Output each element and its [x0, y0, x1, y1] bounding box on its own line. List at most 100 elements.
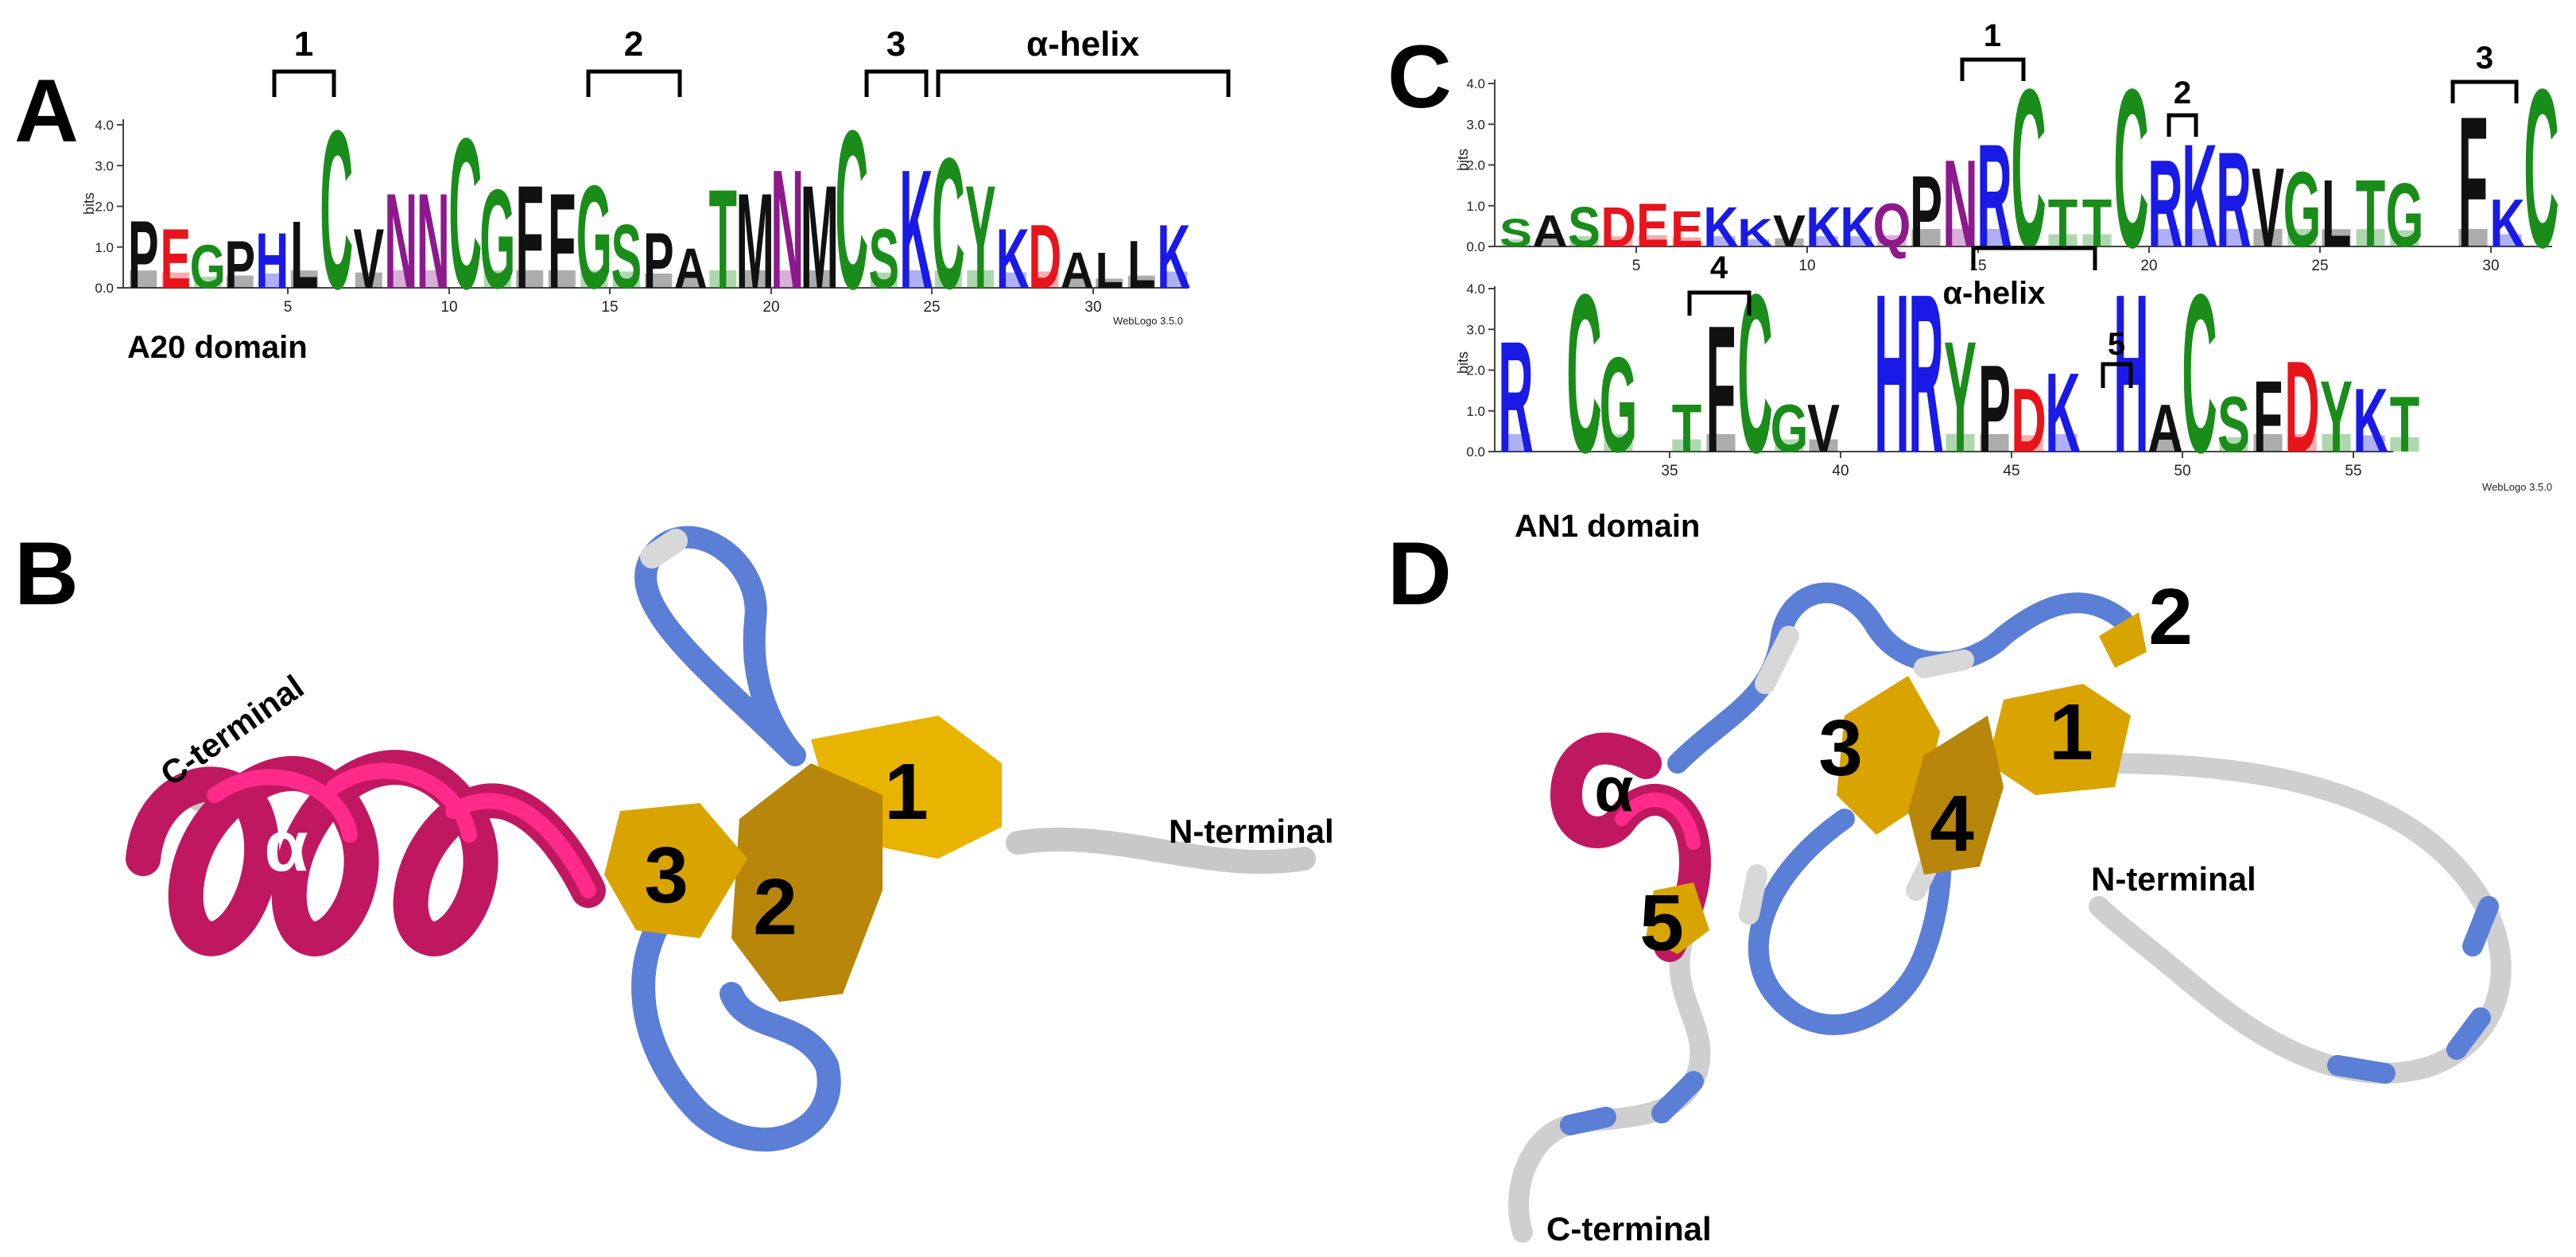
an1bot-residue-minor	[2253, 434, 2283, 452]
a20-xtick-label: 15	[601, 299, 618, 316]
a20-residue-minor	[774, 270, 801, 288]
d-strand-label-3: 3	[1818, 704, 1863, 793]
a20-residue: C	[932, 120, 965, 328]
a20-residue: F	[548, 166, 576, 317]
an1top-residue-minor	[2458, 229, 2488, 246]
an1bot-xtick-label: 50	[2174, 463, 2190, 479]
an1top-residue: R	[2147, 134, 2182, 274]
an1bot-residue: P	[1978, 339, 2011, 479]
d-strand-label-5: 5	[1639, 879, 1684, 968]
an1top-residue: S	[1568, 196, 1600, 259]
a20-y-axis-label: bits	[81, 192, 97, 215]
an1bot-residue-minor	[2151, 439, 2180, 452]
an1-label-1: 1	[1984, 18, 2001, 53]
a20-residue: T	[709, 161, 737, 319]
an1top-residue-minor	[2219, 229, 2248, 246]
an1top-residue: C	[2113, 42, 2148, 295]
an1-weblogo-credit: WebLogo 3.5.0	[2482, 481, 2552, 493]
d-strand-label-2: 2	[2148, 572, 2193, 661]
an1bot-residue: C	[1566, 247, 1601, 500]
a20-ytick-label: 3.0	[95, 158, 114, 173]
an1top-residue-minor	[2151, 229, 2180, 246]
b-alpha-helix	[126, 750, 606, 956]
a20-residue-minor	[161, 272, 189, 288]
a20-y-axis: bits 0.01.02.03.04.0	[81, 118, 124, 296]
an1top-residue: K	[1737, 211, 1772, 255]
an1top-residue-minor	[1706, 236, 1736, 246]
an1-bracket-helix	[1971, 246, 2097, 270]
an1bot-residue: R	[1498, 308, 1533, 486]
a20-residue: C	[320, 83, 353, 336]
an1top-residue: C	[2011, 42, 2046, 295]
an1top-residue: L	[2322, 161, 2352, 268]
a20-residue: K	[1157, 207, 1190, 308]
an1bot-residue: F	[1706, 289, 1736, 491]
a20-residue-minor	[902, 270, 930, 288]
an1top-residue-minor	[2082, 234, 2112, 246]
a20-residue: F	[516, 156, 544, 320]
d-strand-5	[1646, 883, 1709, 954]
an1top-residue-minor	[2253, 229, 2283, 246]
a20-label-helix: α-helix	[1026, 25, 1139, 64]
a20-ytick-label: 2.0	[95, 200, 114, 215]
a20-residue: G	[576, 156, 612, 320]
a20-residue-minor	[1160, 271, 1188, 288]
an1top-ytick-label: 1.0	[1466, 199, 1485, 214]
a20-residue: D	[1028, 207, 1061, 308]
a20-residue-minor	[1063, 278, 1091, 288]
an1top-residue-minor	[2048, 234, 2077, 246]
panel-letter-c: C	[1387, 27, 1452, 126]
an1bot-residue: G	[1771, 390, 1809, 466]
an1top-residue: C	[2524, 42, 2559, 295]
b-alpha-label: α	[264, 807, 308, 886]
an1bot-xtick-label: 55	[2345, 463, 2361, 479]
a20-xtick-label: 25	[923, 299, 940, 316]
an1-label-4: 4	[1710, 250, 1728, 285]
a20-residue: K	[899, 135, 933, 325]
an1bot-residue: A	[2147, 390, 2182, 466]
an1top-residue: K	[1840, 196, 1875, 259]
a20-xtick-label: 20	[762, 299, 779, 316]
a20-residue-minor	[612, 271, 640, 288]
an1bot-residue-minor	[1775, 439, 1804, 452]
an1bot-residue: T	[2390, 380, 2420, 469]
a20-bracket-3	[864, 69, 929, 97]
an1top-residue: F	[2458, 79, 2489, 286]
a20-residue: P	[643, 217, 674, 305]
an1top-residue: D	[1600, 196, 1635, 259]
an1bot-ytick-label: 4.0	[1466, 281, 1485, 297]
an1top-residue-minor	[2356, 229, 2385, 246]
an1bot-residue: G	[1600, 330, 1638, 481]
an1bot-residue-minor	[1980, 434, 2009, 452]
a20-xtick-label: 10	[440, 299, 457, 316]
an1top-residue: R	[1977, 114, 2012, 279]
an1-bracket-4	[1687, 290, 1752, 316]
an1top-residue: G	[2386, 165, 2424, 266]
an1top-residue: E	[1670, 201, 1703, 258]
a20-residue: V	[353, 211, 384, 306]
a20-residue: Y	[965, 156, 996, 320]
a20-residue-minor	[483, 270, 511, 288]
an1bot-residue: D	[2011, 371, 2046, 471]
an1top-xtick-label: 5	[1632, 258, 1641, 274]
an1top-residue: K	[2182, 114, 2217, 279]
an1bot-residue: C	[2182, 247, 2217, 500]
an1bot-residue: K	[2045, 351, 2080, 476]
panel-b: B 1 2 3 α N-terminal C-terminal	[14, 524, 1334, 1152]
a20-residue: S	[868, 211, 899, 306]
a20-ytick-label: 1.0	[95, 240, 114, 255]
an1top-residue: K	[2489, 185, 2525, 261]
a20-bracket-helix	[936, 69, 1231, 97]
d-strand-label-1: 1	[2049, 688, 2093, 777]
a20-ytick-label: 0.0	[95, 281, 114, 296]
panel-d: D 1 2 3	[1387, 524, 2512, 1247]
an1top-residue-minor	[2390, 230, 2419, 246]
an1top-xtick-label: 30	[2482, 258, 2499, 274]
an1top-residue: T	[2356, 161, 2386, 268]
b-strand-label-3: 3	[644, 831, 689, 920]
d-strand-2	[2099, 612, 2147, 668]
an1top-residue-minor	[1501, 239, 1530, 246]
an1bot-residue: F	[2253, 360, 2283, 474]
